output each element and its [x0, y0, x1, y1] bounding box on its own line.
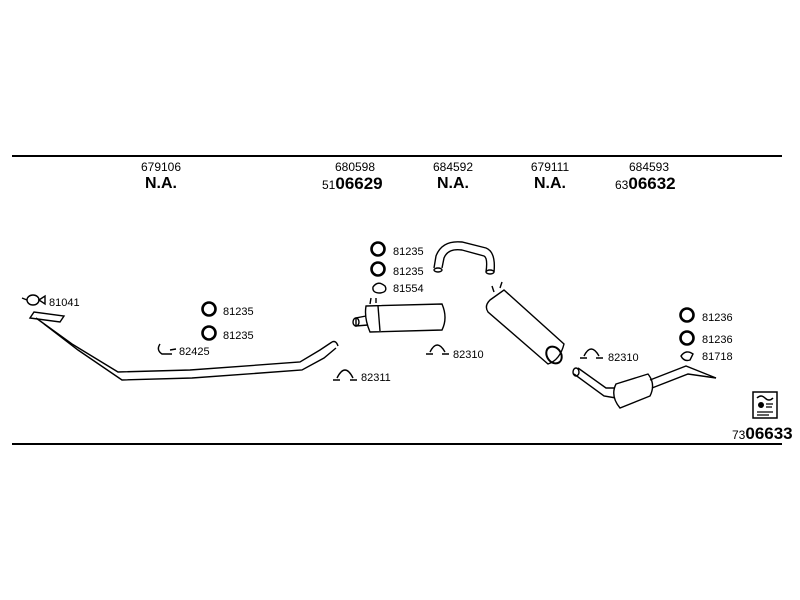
label-81236-a: 81236: [702, 312, 733, 324]
label-81235-d: 81235: [393, 266, 424, 278]
label-81235-a: 81235: [223, 306, 254, 318]
assembly-5106629: 5106629: [322, 175, 383, 194]
label-81041: 81041: [49, 297, 80, 309]
ref-680598: 680598: [334, 160, 376, 174]
label-81718: 81718: [702, 351, 733, 363]
clamp-82310-b-icon: [580, 349, 603, 358]
centre-silencer: [353, 298, 445, 332]
label-81235-c: 81235: [393, 246, 424, 258]
assembly-main: 06633: [745, 424, 793, 443]
label-81554: 81554: [393, 283, 424, 295]
ref-679111: 679111: [530, 160, 570, 174]
gasket-81041-icon: [22, 295, 45, 305]
hook-82425-icon: [158, 344, 176, 354]
ring-81236-a-icon: [681, 309, 694, 322]
clamp-82310-a-icon: [426, 345, 449, 354]
label-82310-b: 82310: [608, 352, 639, 364]
assembly-prefix: 73: [732, 428, 746, 442]
label-82425: 82425: [179, 346, 210, 358]
ring-81235-a-icon: [203, 303, 216, 316]
assembly-prefix: 51: [322, 178, 336, 192]
label-81236-b: 81236: [702, 334, 733, 346]
ring-81235-c-icon: [372, 243, 385, 256]
front-pipe: [30, 312, 338, 380]
assembly-main: 06632: [628, 174, 676, 193]
label-82310-a: 82310: [453, 349, 484, 361]
status-679111: N.A.: [534, 175, 566, 192]
assembly-main: 06629: [335, 174, 383, 193]
assembly-prefix: 63: [615, 178, 629, 192]
ref-679106: 679106: [140, 160, 182, 174]
tail-pipe-bend: [434, 242, 494, 274]
assembly-6306632: 6306632: [615, 175, 676, 194]
ref-684593: 684593: [628, 160, 670, 174]
clamp-81554-icon: [373, 283, 386, 293]
clamp-81718-icon: [681, 352, 693, 361]
ring-81235-b-icon: [203, 327, 216, 340]
status-684592: N.A.: [437, 175, 469, 192]
ring-81236-b-icon: [681, 332, 694, 345]
ring-81235-d-icon: [372, 263, 385, 276]
status-679106: N.A.: [145, 175, 177, 192]
exhaust-system-logo-icon: [752, 391, 778, 419]
clamp-82311-icon: [333, 370, 357, 380]
label-82311: 82311: [361, 372, 391, 384]
assembly-7306633: 7306633: [732, 425, 793, 444]
label-81235-b: 81235: [223, 330, 254, 342]
rear-silencer: [486, 282, 564, 366]
top-rule: [12, 155, 782, 157]
bottom-rule: [12, 443, 782, 445]
rear-box: [573, 366, 716, 408]
ref-684592: 684592: [432, 160, 474, 174]
